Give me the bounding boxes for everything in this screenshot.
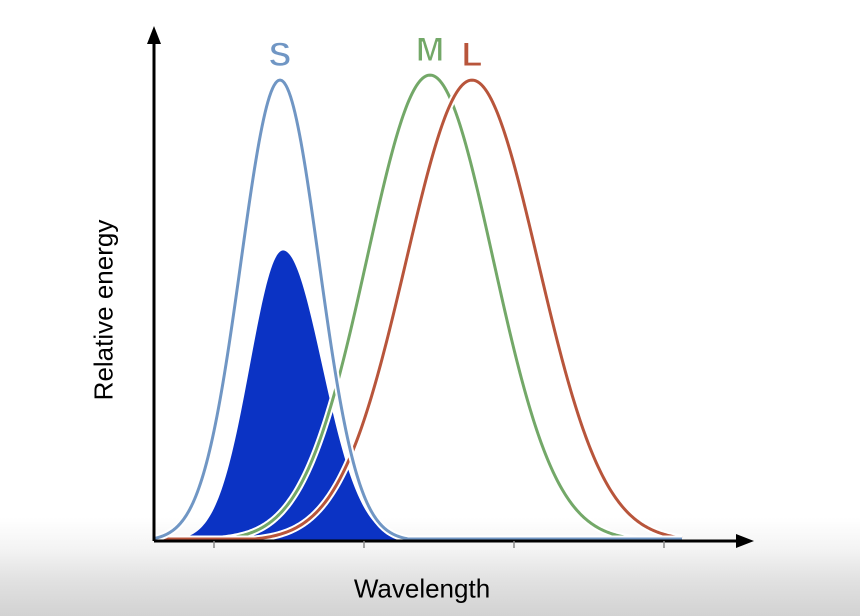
series-label-m: M (416, 31, 444, 69)
y-axis-arrow (147, 26, 161, 44)
x-axis-label: Wavelength (353, 573, 491, 604)
filled-spectrum-area (154, 250, 484, 542)
y-axis-label: Relative energy (88, 219, 119, 401)
x-axis-arrow (736, 534, 754, 548)
series-s-curve (153, 78, 682, 541)
series-l-curve (154, 78, 683, 541)
series-label-s: S (269, 36, 292, 74)
series-label-l: L (462, 36, 483, 74)
